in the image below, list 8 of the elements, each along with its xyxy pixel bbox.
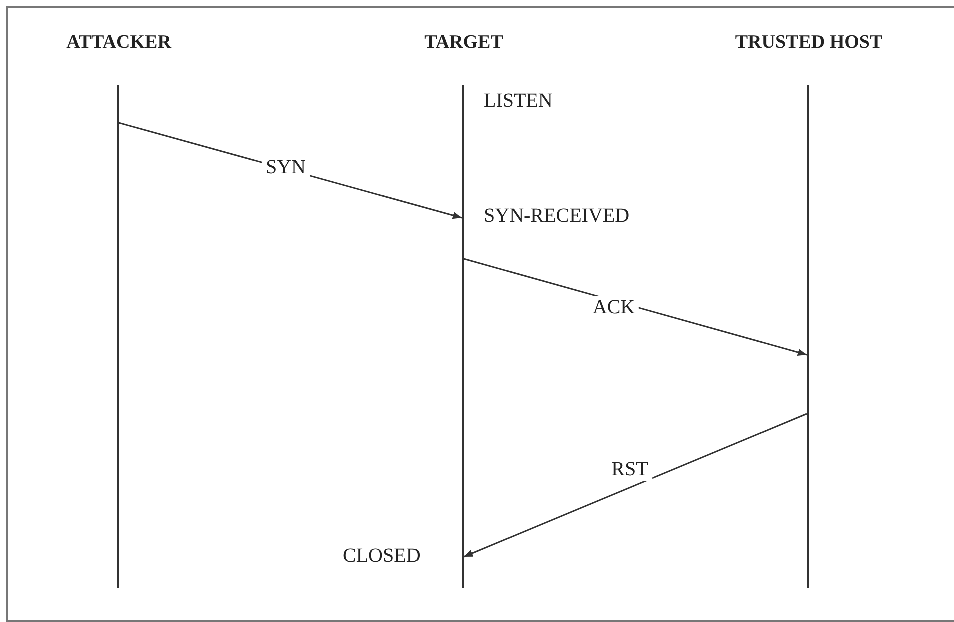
lifeline-heading: ATTACKER — [66, 32, 172, 54]
lifeline-heading: TARGET — [424, 32, 504, 54]
message-arrow — [464, 413, 808, 558]
state-label: SYN-RECEIVED — [484, 205, 630, 228]
message-arrow — [464, 258, 808, 356]
state-label: LISTEN — [484, 90, 553, 113]
state-label: CLOSED — [343, 545, 421, 568]
lifeline-heading: TRUSTED HOST — [735, 32, 883, 54]
